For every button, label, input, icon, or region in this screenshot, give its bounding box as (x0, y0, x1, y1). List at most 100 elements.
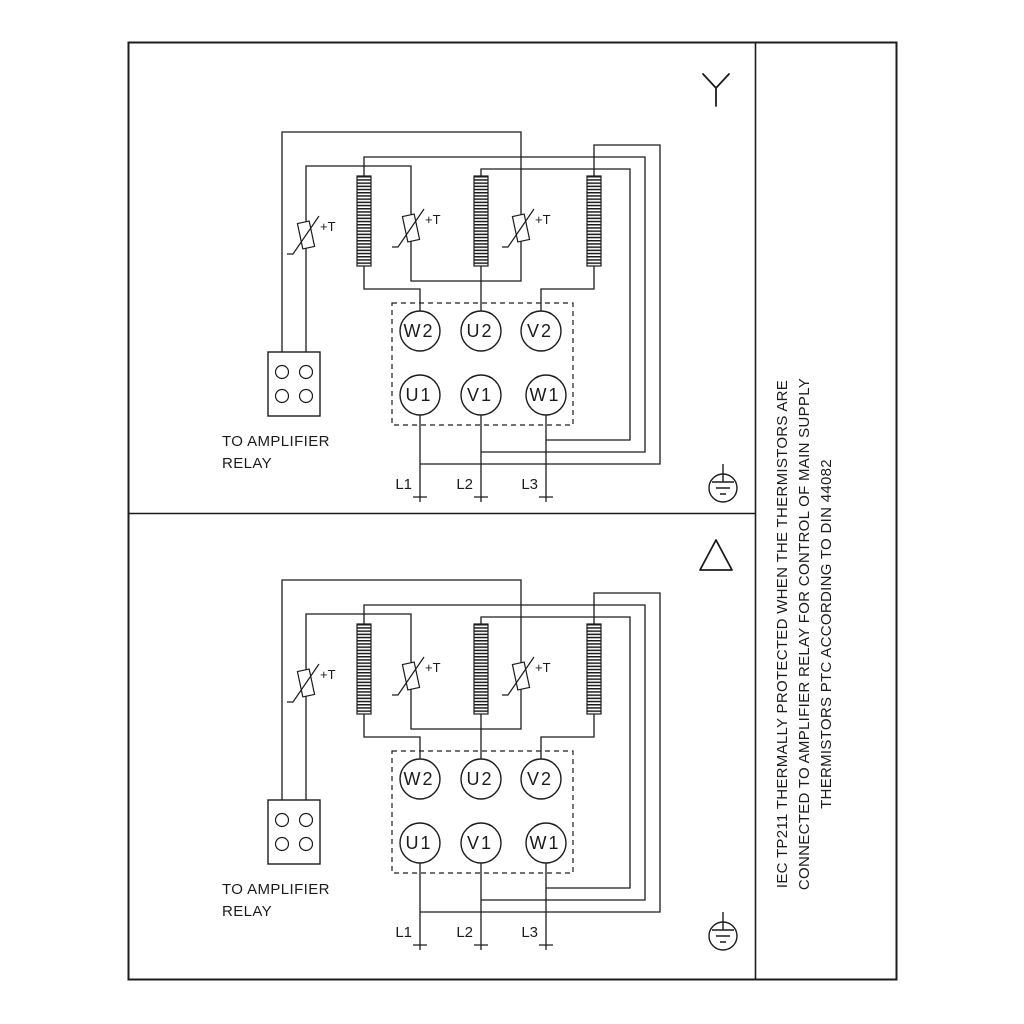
wiring-path (281, 579, 661, 950)
terminal-v2: V2 (520, 758, 562, 800)
terminal-u2: U2 (460, 310, 502, 352)
terminal-label: W2 (404, 769, 435, 789)
terminal-circle (399, 310, 441, 352)
terminal-label: U1 (405, 833, 432, 853)
relay-contact (298, 836, 314, 852)
terminal-circle (460, 758, 502, 800)
terminal-label: W1 (530, 385, 561, 405)
lead-label-l3: L3 (521, 924, 538, 941)
thermistor-label: +T (425, 660, 441, 675)
side-note-line: IEC TP211 THERMALLY PROTECTED WHEN THE T… (774, 379, 791, 889)
thermistor-strike (502, 208, 535, 248)
relay-outline (267, 799, 321, 865)
terminal-label: V2 (527, 321, 553, 341)
terminal-block-outline (391, 750, 574, 874)
terminal-u2: U2 (460, 758, 502, 800)
relay-caption-line1: TO AMPLIFIER (222, 433, 330, 450)
terminal-circle (520, 758, 562, 800)
thermistor-label: +T (535, 212, 551, 227)
winding-coil-symbol (356, 175, 372, 267)
terminal-w1: W1 (525, 374, 567, 416)
thermistor-label: +T (535, 660, 551, 675)
terminal-label: U2 (466, 321, 493, 341)
ground-bars (712, 464, 734, 495)
terminal-v1: V1 (460, 822, 502, 864)
terminal-circle (399, 822, 441, 864)
relay-caption-line1: TO AMPLIFIER (222, 881, 330, 898)
winding-coil-symbol (586, 623, 602, 715)
outer-border (127, 41, 898, 981)
terminal-v1: V1 (460, 374, 502, 416)
terminal-label: U2 (466, 769, 493, 789)
side-note: IEC TP211 THERMALLY PROTECTED WHEN THE T… (772, 354, 838, 914)
lead-label-l1: L1 (395, 924, 412, 941)
ptc-thermistor-symbol: +T (287, 215, 336, 255)
terminal-label: W1 (530, 833, 561, 853)
thermistor-label: +T (425, 212, 441, 227)
delta-symbol-icon (699, 539, 733, 571)
thermistor-strike (287, 215, 320, 255)
relay-contact (274, 364, 290, 380)
terminal-circle (460, 310, 502, 352)
ptc-thermistor-symbol: +T (502, 208, 551, 248)
winding-coil-symbol (473, 623, 489, 715)
thermistor-strike (392, 208, 425, 248)
terminal-w2: W2 (399, 758, 441, 800)
terminal-circle (525, 822, 567, 864)
star-symbol-icon (702, 73, 730, 107)
terminal-circle (399, 374, 441, 416)
earth-ground-icon (708, 464, 738, 503)
ptc-thermistor-symbol: +T (502, 656, 551, 696)
terminal-w1: W1 (525, 822, 567, 864)
terminal-label: V1 (467, 385, 493, 405)
panel-delta: +T +T +T W2 U2 V2 U1 (222, 539, 738, 951)
delta-symbol-triangle (699, 539, 733, 571)
terminal-label: V1 (467, 833, 493, 853)
relay-contact (274, 812, 290, 828)
amplifier-relay-box (267, 799, 321, 865)
thermistor-strike (392, 656, 425, 696)
ptc-thermistor-symbol: +T (392, 656, 441, 696)
ptc-thermistor-symbol: +T (287, 663, 336, 703)
lead-label-l1: L1 (395, 476, 412, 493)
ptc-thermistor-symbol: +T (392, 208, 441, 248)
earth-ground-icon (708, 912, 738, 951)
thermistor-label: +T (320, 219, 336, 234)
frame (127, 41, 898, 981)
relay-contact (298, 812, 314, 828)
lead-label-l3: L3 (521, 476, 538, 493)
thermistor-strike (287, 663, 320, 703)
terminal-circle (525, 374, 567, 416)
side-note-line: CONNECTED TO AMPLIFIER RELAY FOR CONTROL… (796, 377, 813, 891)
terminal-u1: U1 (399, 822, 441, 864)
ground-bars (712, 912, 734, 943)
winding-coil-symbol (586, 175, 602, 267)
relay-contact (274, 388, 290, 404)
terminal-v2: V2 (520, 310, 562, 352)
winding-coil-symbol (356, 623, 372, 715)
terminal-label: W2 (404, 321, 435, 341)
relay-caption-line2: RELAY (222, 903, 272, 920)
relay-caption-line2: RELAY (222, 455, 272, 472)
terminal-circle (460, 822, 502, 864)
terminal-w2: W2 (399, 310, 441, 352)
relay-contact (298, 388, 314, 404)
terminal-label: U1 (405, 385, 432, 405)
relay-contact (274, 836, 290, 852)
amplifier-relay-box (267, 351, 321, 417)
terminal-u1: U1 (399, 374, 441, 416)
lead-label-l2: L2 (456, 476, 473, 493)
lead-label-l2: L2 (456, 924, 473, 941)
wiring-path (281, 131, 661, 502)
terminal-label: V2 (527, 769, 553, 789)
panel-star: +T +T +T W2 U2 V2 U1 (222, 73, 738, 503)
terminal-block-outline (391, 302, 574, 426)
winding-coil-symbol (473, 175, 489, 267)
relay-outline (267, 351, 321, 417)
terminal-circle (520, 310, 562, 352)
thermistor-strike (502, 656, 535, 696)
side-note-line: THERMISTORS PTC ACCORDING TO DIN 44082 (818, 459, 835, 809)
relay-contact (298, 364, 314, 380)
